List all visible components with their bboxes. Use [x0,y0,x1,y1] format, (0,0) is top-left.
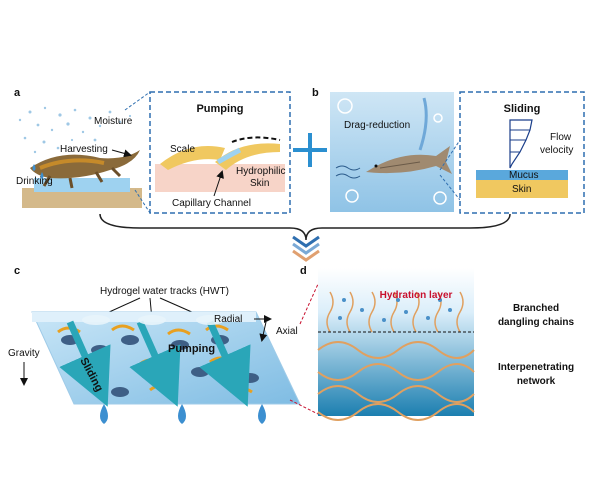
fish-icon [366,146,452,174]
drop-icon [40,172,44,179]
water-track-arrow [59,320,111,407]
harvesting-arrow [111,149,132,158]
pumping-inset-title: Pumping [196,103,243,115]
capillary-arrow [213,170,224,197]
panel-c-letter: c [14,265,20,277]
zoom-line [124,91,151,111]
tube-shape [418,97,428,151]
capillary-label: Capillary Channel [172,198,251,209]
track-end [196,315,224,325]
panel-b-water-background [330,92,454,212]
drop-icon [178,404,186,424]
harvesting-label: Harvesting [60,144,108,155]
sliding-inset-title: Sliding [504,103,541,115]
lizard-icon [30,150,140,189]
panel-d: d Hydration layer [300,265,475,421]
scale-shape [215,143,280,170]
interpenetrating-network [317,341,475,421]
flow-wave [335,173,361,179]
axial-label: Axial [276,326,298,337]
interpenetrating-label-line2: network [517,376,556,387]
dangling-chains [326,291,464,333]
panel-b: b Drag-reduction Sliding Flow [312,87,585,214]
zoom-line [439,174,461,201]
bubbles [337,98,447,205]
track-end [138,315,166,325]
ground-base [22,188,142,208]
brace-connector [99,213,511,241]
scale-label: Scale [170,144,195,155]
zoom-line [439,139,461,171]
interpenetrating-label-line1: Interpenetrating [498,362,574,373]
panel-c: c Hydrogel water tracks (HWT) [8,265,301,424]
skin-layer [476,180,568,198]
flow-label-line1: Flow [550,132,572,143]
flow-label-line2: velocity [540,145,573,156]
gravity-label: Gravity [8,348,40,359]
panel-a-letter: a [14,87,21,99]
zoom-line [134,189,151,214]
water-track-arrow [199,320,251,407]
mucus-label: Mucus [509,170,538,181]
skin-label: Skin [512,184,531,195]
pumping-label: Pumping [168,343,215,355]
water-track-arrow [129,320,181,407]
branched-label-line1: Branched [513,303,559,314]
mucus-layer [476,170,568,180]
zoom-line [289,399,319,415]
axial-arrow [259,321,268,342]
hwt-label: Hydrogel water tracks (HWT) [100,286,229,297]
panel-a: a Moisture Harvesting Drinking [14,87,291,214]
velocity-profile [509,119,533,169]
capillary-channel-shape [216,147,242,165]
branched-label-line2: dangling chains [498,317,575,328]
track-end [82,315,110,325]
pumping-inset: Pumping Scale Hydrophilic Skin Capillary… [149,91,291,214]
sliding-inset: Sliding Flow velocity Mucus Skin [459,91,585,214]
drinking-label: Drinking [16,176,53,187]
water-molecules [338,298,452,322]
moisture-mist [18,106,132,154]
drop-icon [100,404,108,424]
drop-icon [32,164,36,171]
drag-reduction-label: Drag-reduction [344,120,410,131]
panel-b-letter: b [312,87,319,99]
panel-d-letter: d [300,265,307,277]
chevron-down-icon [292,235,320,262]
plus-icon [293,133,327,167]
hydrophilic-label-line2: Skin [250,178,269,189]
zoom-line [299,283,319,325]
moisture-label: Moisture [94,116,133,127]
drop-icon [258,404,266,424]
scale-shape [160,146,225,170]
radial-label: Radial [214,314,242,325]
water-film-line [231,136,281,143]
hydration-layer-label: Hydration layer [380,290,453,301]
flow-wave [335,165,361,171]
water-pool [34,178,130,192]
hydrophilic-label-line1: Hydrophilic [236,166,285,177]
